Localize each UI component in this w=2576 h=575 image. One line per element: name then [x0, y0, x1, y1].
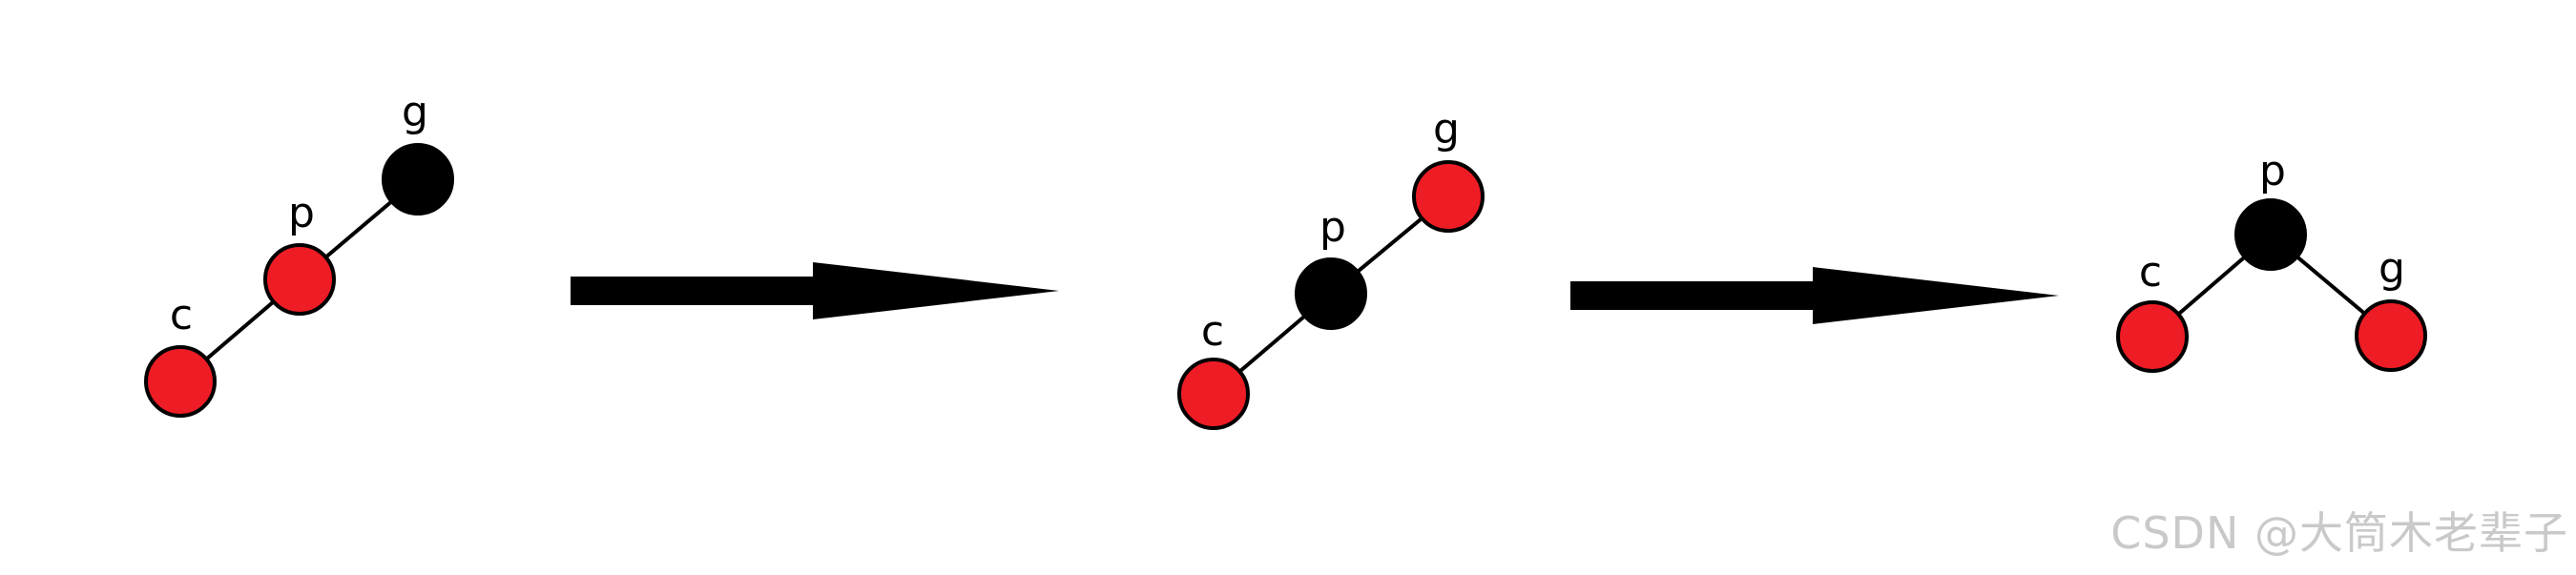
label-p: p	[2259, 147, 2286, 195]
node-g	[2355, 299, 2427, 372]
node-g	[1412, 160, 1485, 233]
stage-1-tree: g p c	[144, 88, 454, 418]
stage-3-tree: p c g	[2116, 147, 2427, 373]
label-c: c	[2139, 248, 2162, 297]
stage-2-tree: g p c	[1177, 105, 1485, 430]
label-p: p	[1319, 203, 1346, 252]
arrow-right-2	[1570, 267, 2059, 324]
node-p	[1295, 257, 1367, 330]
label-g: g	[402, 88, 428, 136]
node-c	[144, 345, 217, 418]
node-g	[382, 143, 454, 216]
node-p	[2234, 198, 2307, 271]
node-c	[1177, 358, 1250, 430]
node-p	[263, 243, 336, 316]
arrow-right-1	[571, 262, 1059, 319]
label-c: c	[1201, 307, 1224, 356]
label-c: c	[170, 291, 193, 339]
label-p: p	[288, 189, 315, 237]
label-g: g	[1433, 105, 1460, 154]
node-c	[2116, 300, 2189, 373]
label-g: g	[2379, 244, 2405, 293]
watermark-text: CSDN @大筒木老辈子	[2110, 507, 2568, 559]
